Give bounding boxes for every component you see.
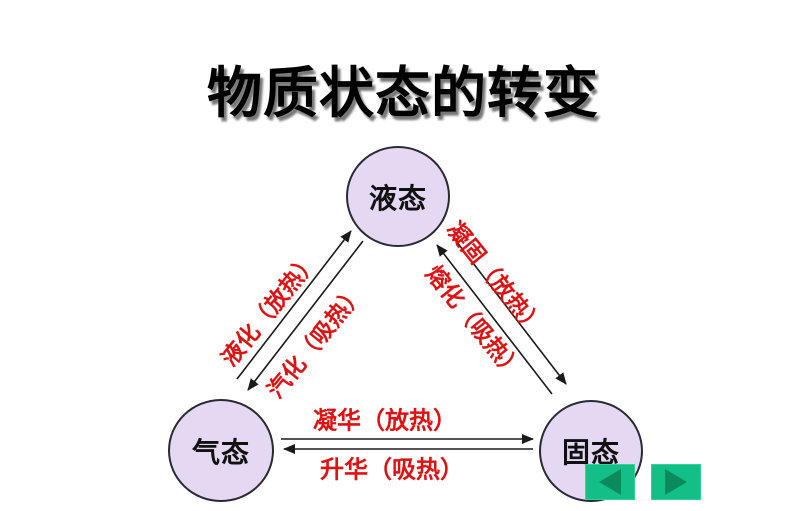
node-gas: 气态 [168,399,274,502]
node-liquid-label: 液态 [368,182,427,214]
nav-forward-button[interactable] [651,464,701,500]
back-triangle-icon [599,469,621,495]
forward-triangle-icon [665,469,687,495]
edge-label-deposition: 凝华（放热） [313,407,457,435]
edge-label-sublimation: 升华（吸热） [320,456,464,484]
page-title: 物质状态的转变 [206,63,600,124]
nav-back-button[interactable] [585,464,635,500]
node-solid-label: 固态 [561,437,620,468]
node-gas-label: 气态 [191,436,250,468]
node-liquid: 液态 [346,146,450,247]
